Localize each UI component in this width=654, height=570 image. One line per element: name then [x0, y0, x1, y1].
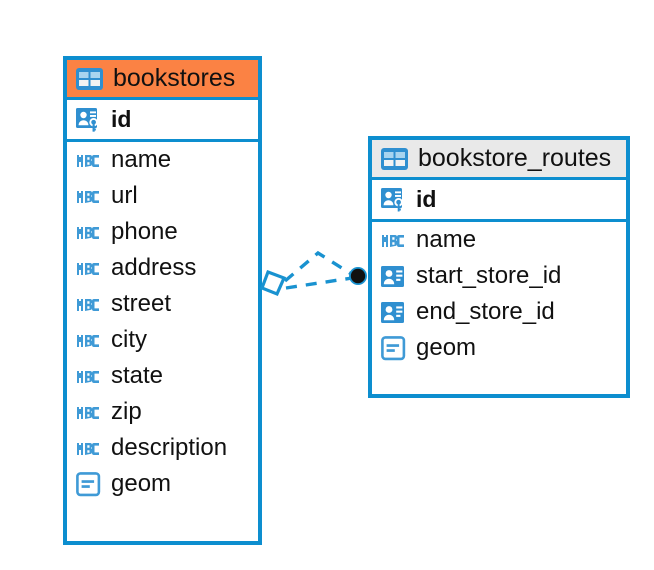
text-abc-icon	[381, 232, 407, 248]
field-row[interactable]: phone	[67, 214, 258, 250]
table-icon	[76, 67, 103, 90]
field-row[interactable]: end_store_id	[372, 294, 626, 330]
field-label: id	[416, 186, 437, 213]
entity-table-bookstore-routes[interactable]: bookstore_routes id	[368, 136, 630, 398]
field-label: address	[111, 254, 197, 282]
entity-header-bookstore-routes[interactable]: bookstore_routes	[372, 140, 626, 180]
field-row[interactable]: city	[67, 322, 258, 358]
diamond-open-marker	[259, 269, 287, 297]
field-row[interactable]: address	[67, 250, 258, 286]
text-abc-icon	[76, 224, 102, 240]
text-abc-icon	[76, 404, 102, 420]
filled-circle-marker-ring	[349, 267, 367, 285]
text-abc-icon	[76, 368, 102, 384]
entity-table-bookstores[interactable]: bookstores id	[63, 56, 262, 545]
field-row[interactable]: start_store_id	[372, 258, 626, 294]
field-label: end_store_id	[416, 298, 555, 326]
field-label: city	[111, 326, 147, 354]
primary-key-icon	[381, 187, 407, 213]
filled-circle-marker	[350, 268, 366, 284]
field-list-bookstores: id name url	[67, 100, 258, 502]
field-label: street	[111, 290, 172, 318]
field-row[interactable]: url	[67, 178, 258, 214]
primary-key-icon	[76, 107, 102, 133]
table-icon	[381, 147, 408, 170]
text-abc-icon	[76, 296, 102, 312]
foreign-key-icon	[381, 301, 407, 324]
field-row[interactable]: geom	[67, 466, 258, 502]
relationship-line-upper	[283, 250, 354, 283]
field-label: id	[111, 106, 132, 133]
text-abc-icon	[76, 260, 102, 276]
geometry-icon	[76, 471, 102, 497]
field-row[interactable]: street	[67, 286, 258, 322]
field-label: name	[111, 146, 172, 174]
field-row[interactable]: geom	[372, 330, 626, 366]
field-label: start_store_id	[416, 262, 562, 290]
text-abc-icon	[76, 440, 102, 456]
entity-title: bookstores	[113, 64, 236, 92]
entity-title: bookstore_routes	[418, 144, 612, 172]
text-abc-icon	[76, 152, 102, 168]
field-label: zip	[111, 398, 142, 426]
entity-header-bookstores[interactable]: bookstores	[67, 60, 258, 100]
field-row[interactable]: id	[372, 180, 626, 222]
relationship-line-lower	[285, 276, 353, 290]
field-row[interactable]: name	[67, 142, 258, 178]
text-abc-icon	[76, 332, 102, 348]
field-label: geom	[416, 334, 477, 362]
field-label: phone	[111, 218, 178, 246]
field-label: url	[111, 182, 138, 210]
geometry-icon	[381, 335, 407, 361]
field-row[interactable]: id	[67, 100, 258, 142]
field-row[interactable]: state	[67, 358, 258, 394]
foreign-key-icon	[381, 265, 407, 288]
field-label: description	[111, 434, 228, 462]
field-label: name	[416, 226, 477, 254]
field-row[interactable]: description	[67, 430, 258, 466]
text-abc-icon	[76, 188, 102, 204]
field-list-bookstore-routes: id name	[372, 180, 626, 366]
field-row[interactable]: zip	[67, 394, 258, 430]
field-label: state	[111, 362, 164, 390]
field-row[interactable]: name	[372, 222, 626, 258]
field-label: geom	[111, 470, 172, 498]
